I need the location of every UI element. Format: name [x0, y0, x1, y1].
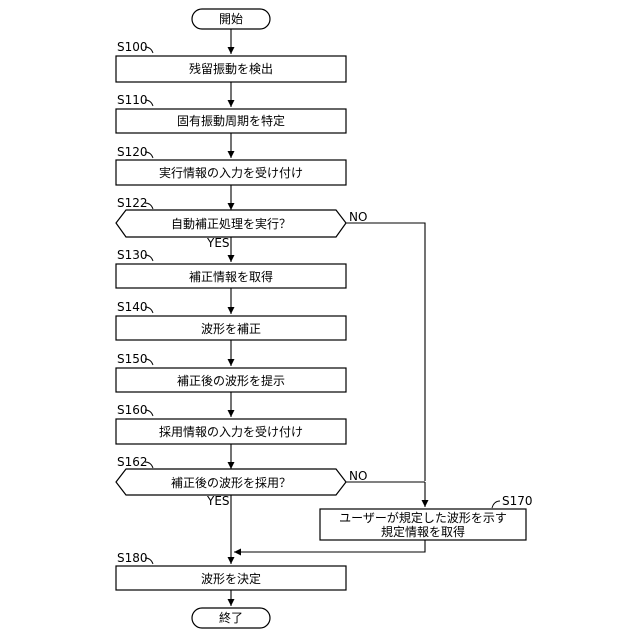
- step-s120-id: S120: [117, 145, 148, 159]
- step-s140-id: S140: [117, 300, 148, 314]
- start-terminator: 開始: [192, 9, 270, 29]
- decision-s162-no-label: NO: [349, 469, 367, 483]
- step-s160-text: 採用情報の入力を受け付け: [159, 425, 303, 439]
- decision-s122-text: 自動補正処理を実行？: [171, 216, 291, 231]
- step-s130-id: S130: [117, 248, 148, 262]
- decision-s122-no-label: NO: [349, 210, 367, 224]
- step-s100-text: 残留振動を検出: [189, 62, 273, 76]
- step-s130-text: 補正情報を取得: [189, 269, 273, 284]
- step-s180-text: 波形を決定: [201, 571, 261, 586]
- step-s100-id: S100: [117, 40, 148, 54]
- step-s150-id: S150: [117, 352, 148, 366]
- arrow-s170-merge: [234, 540, 425, 552]
- step-s180-id: S180: [117, 551, 148, 565]
- step-s160-id: S160: [117, 403, 148, 417]
- step-s120-text: 実行情報の入力を受け付け: [159, 165, 303, 180]
- step-s140-text: 波形を補正: [201, 322, 261, 336]
- step-s170: S170 ユーザーが規定した波形を示す 規定情報を取得: [320, 494, 533, 540]
- step-s110-id: S110: [117, 93, 148, 107]
- decision-s162-id: S162: [117, 455, 148, 469]
- decision-s122: S122 自動補正処理を実行？ NO YES: [116, 196, 367, 250]
- decision-s162-text: 補正後の波形を採用？: [171, 476, 291, 490]
- arrow-s122-no: [346, 223, 425, 481]
- step-s170-text-line2: 規定情報を取得: [381, 524, 465, 539]
- start-label: 開始: [219, 12, 243, 26]
- decision-s122-yes-label: YES: [206, 236, 230, 250]
- step-s110-text: 固有振動周期を特定: [177, 113, 285, 128]
- step-s150-text: 補正後の波形を提示: [177, 373, 285, 388]
- decision-s162-yes-label: YES: [206, 494, 230, 508]
- step-s170-text-line1: ユーザーが規定した波形を示す: [339, 510, 507, 525]
- decision-s122-id: S122: [117, 196, 148, 210]
- end-terminator: 終了: [192, 608, 270, 628]
- step-s170-id: S170: [502, 494, 533, 508]
- end-label: 終了: [219, 610, 243, 625]
- decision-s162: S162 補正後の波形を採用？ NO YES: [116, 455, 367, 508]
